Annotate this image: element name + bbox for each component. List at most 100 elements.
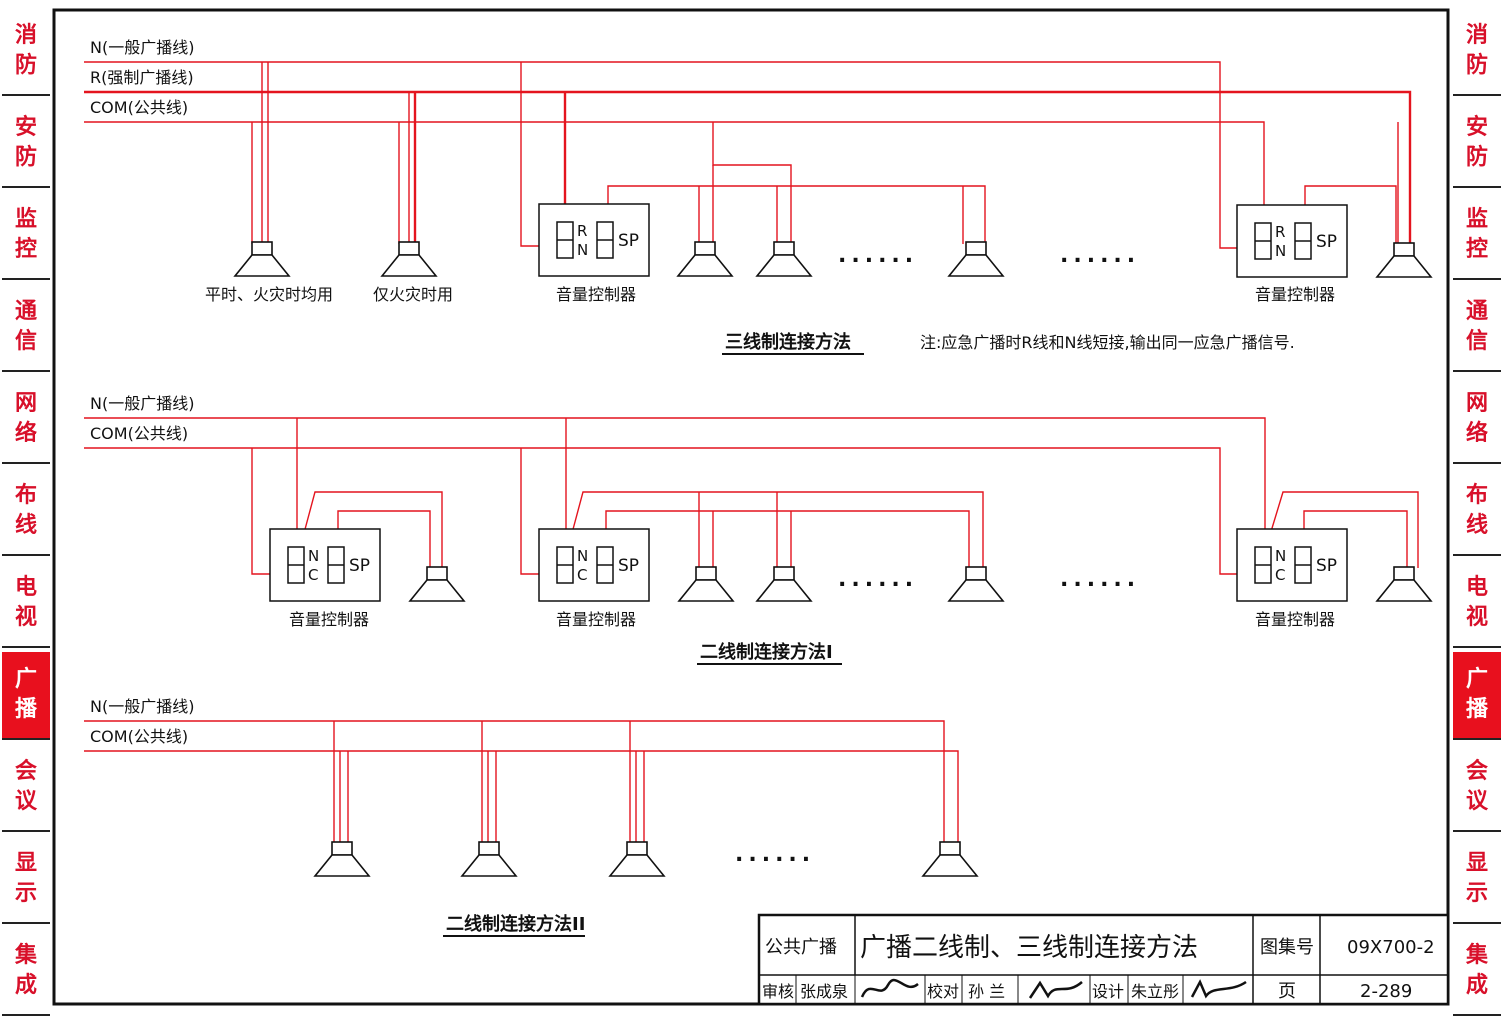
speaker-icon [965,241,987,256]
wire [299,491,443,568]
page-number: 2-289 [1360,981,1412,1002]
left-tab-char: 播 [14,697,37,722]
right-tab-4[interactable]: 网络 [1453,376,1501,464]
left-tab-char: 控 [14,237,37,262]
left-tab-3[interactable]: 通信 [2,284,50,372]
left-tab-9[interactable]: 显示 [2,836,50,924]
right-tab-6[interactable]: 电视 [1453,560,1501,648]
left-tab-1[interactable]: 安防 [2,100,50,188]
s3-line-com-label: COM(公共线) [90,727,188,746]
terminal-sp-label: SP [349,556,370,576]
s2-controller-label-3: 音量控制器 [1255,610,1335,629]
right-tab-9[interactable]: 显示 [1453,836,1501,924]
left-category-tabs: 消防安防监控通信网络布线电视广播会议显示集成 [2,8,50,1020]
speaker-icon-horn [1375,579,1433,602]
terminal-top-label: R [577,222,587,240]
s1-dots-2: ...... [1060,243,1140,268]
speaker-icon [1393,242,1415,257]
speaker-icon [694,241,716,256]
left-tab-6[interactable]: 电视 [2,560,50,648]
right-tab-char: 布 [1465,483,1488,508]
left-tab-2[interactable]: 监控 [2,192,50,280]
terminal-sp-label: SP [1316,232,1337,252]
left-tab-char: 会 [14,759,37,784]
speaker-icon [1393,566,1415,581]
wire [1265,491,1419,568]
left-tab-4[interactable]: 网络 [2,376,50,464]
s1-line-n-label: N(一般广播线) [90,38,194,57]
right-tab-char: 通 [1465,299,1488,324]
right-tab-char: 显 [1465,851,1488,876]
wire [567,491,984,568]
speaker-icon [939,841,961,856]
right-tab-3[interactable]: 通信 [1453,284,1501,372]
title-block: 公共广播 广播二线制、三线制连接方法 图集号 09X700-2 审核 张成泉 校… [757,913,1450,1006]
terminal-bottom-label: C [577,566,587,584]
s2-controller-label-1: 音量控制器 [289,610,369,629]
reviewer-signature [860,978,919,998]
s1-controller-label-2: 音量控制器 [1255,285,1335,304]
right-category-tabs: 消防安防监控通信网络布线电视广播会议显示集成 [1453,8,1501,1020]
s1-line-com-label: COM(公共线) [90,98,188,117]
checker-name: 孙 兰 [968,982,1005,1001]
right-tab-2[interactable]: 监控 [1453,192,1501,280]
right-tab-0[interactable]: 消防 [1453,8,1501,96]
s2-line-n-label: N(一般广播线) [90,394,194,413]
wire [84,750,959,842]
s3-dots: ...... [735,842,815,867]
speaker-icon [478,841,500,856]
terminal-bottom-label: N [1275,242,1286,260]
right-tab-char: 电 [1465,575,1488,600]
check-label: 校对 [927,982,959,1001]
speaker-icon [426,566,448,581]
terminal-sp-label: SP [1316,556,1337,576]
right-tab-1[interactable]: 安防 [1453,100,1501,188]
terminal-sp-label: SP [618,556,639,576]
right-tab-char: 广 [1465,667,1488,692]
speaker-icon [773,241,795,256]
left-tab-char: 信 [14,329,37,354]
title-category: 公共广播 [765,937,837,958]
left-tab-8[interactable]: 会议 [2,744,50,832]
s1-line-r-label: R(强制广播线) [90,68,194,87]
s2-dots-1: ...... [838,567,918,592]
speaker-icon [773,566,795,581]
wire [84,121,1265,218]
left-tab-char: 防 [14,145,37,170]
s1-label-both: 平时、火灾时均用 [205,285,333,304]
right-tab-5[interactable]: 布线 [1453,468,1501,556]
speaker-icon-horn [233,254,291,277]
right-tab-char: 控 [1465,237,1488,262]
terminal-sp-label: SP [618,231,639,251]
left-tab-char: 示 [14,881,37,906]
speaker-icon [331,841,353,856]
speaker-icon-horn [408,579,466,602]
s1-label-fire: 仅火灾时用 [373,285,453,304]
s3-caption: 二线制连接方法II [446,913,585,935]
wire [84,417,1266,548]
left-tab-char: 电 [14,575,37,600]
speaker-icon-horn [755,254,813,277]
reviewer-name: 张成泉 [800,982,848,1001]
left-tab-5[interactable]: 布线 [2,468,50,556]
drawing-title: 广播二线制、三线制连接方法 [860,933,1198,963]
left-tab-char: 监 [14,207,37,232]
terminal-bottom-label: N [577,241,588,259]
speaker-icon-horn [676,254,734,277]
speaker-icon [626,841,648,856]
speaker-icon [695,566,717,581]
left-tab-char: 络 [14,421,37,446]
left-tab-0[interactable]: 消防 [2,8,50,96]
right-tab-8[interactable]: 会议 [1453,744,1501,832]
speaker-icon-horn [1375,255,1433,278]
terminal-top-label: R [1275,223,1285,241]
right-tab-char: 播 [1465,697,1488,722]
wire [84,720,945,842]
left-tab-7[interactable]: 广播 [2,652,50,740]
wire [712,122,792,244]
left-tab-char: 线 [14,513,37,538]
right-tab-char: 消 [1465,23,1488,48]
right-tab-7[interactable]: 广播 [1453,652,1501,740]
left-tab-char: 广 [14,667,37,692]
